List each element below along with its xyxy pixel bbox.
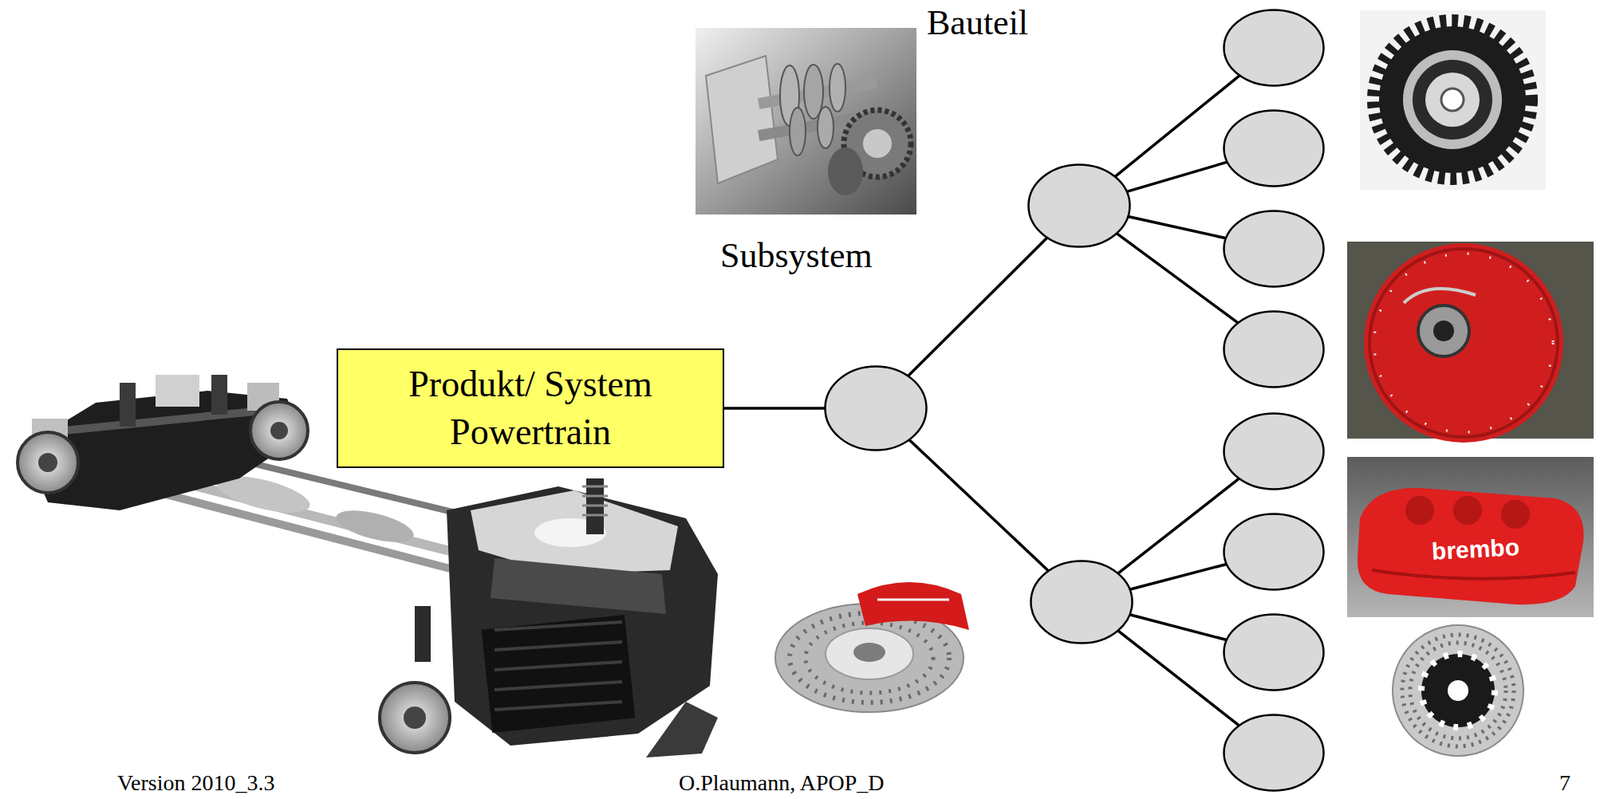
system-box: Produkt/ System Powertrain [336,348,725,469]
ellipse-shape [1224,614,1325,691]
ellipse-shape [1028,165,1131,248]
connector-line [1129,563,1226,590]
ellipse-shape [1224,514,1325,591]
tree-connector [1118,478,1240,574]
tree-connector [1118,630,1240,726]
connector-line [1129,614,1226,641]
level-label: Subsystem [720,236,873,277]
ellipse-outline [1027,163,1132,249]
tree-ellipse [1222,310,1325,389]
ellipse-outline [1222,310,1325,389]
tree-connector [1127,161,1228,192]
ellipse-shape [1224,110,1325,187]
ellipse-outline [823,365,928,452]
tree-ellipse [1222,713,1325,793]
tree-connector [1116,233,1238,324]
brake-rotor-photo [1375,622,1541,761]
brake-disc-photo [764,571,987,720]
ellipse-outline [1222,209,1325,288]
ellipse-shape [1224,211,1325,288]
ellipse-shape [1224,413,1325,490]
page-number: 7 [1559,770,1571,797]
connector-line [1118,478,1240,574]
connector-line [724,406,826,410]
tree-ellipse [1029,559,1134,645]
clutch-housing-photo [1347,241,1594,443]
tree-ellipse [823,365,928,452]
connector-line [908,237,1048,377]
tree-connector [908,237,1048,377]
label-anchor: O.Plaumann, APOP_D [678,770,884,797]
node-label: Produkt/ System Powertrain [354,360,707,457]
ellipse-outline [1222,412,1325,491]
connector-line [1118,630,1240,726]
gear-photo [1359,10,1546,190]
tree-ellipse [1222,209,1325,288]
tree-connector [1129,614,1226,641]
ellipse-shape [1224,311,1325,388]
tree-connector [724,408,826,410]
ellipse-outline [1222,512,1325,592]
connector-line [1127,216,1226,239]
ellipse-outline [1222,613,1325,692]
ellipse-shape [1224,10,1325,87]
tree-connector [909,439,1049,572]
ellipse-outline [1222,109,1325,188]
label-anchor: Subsystem [720,236,873,277]
connector-line [909,439,1049,572]
label-anchor: Bauteil [926,3,1029,44]
tree-ellipse [1222,8,1325,87]
ellipse-shape [825,366,927,451]
tree-ellipse [1222,613,1325,692]
ellipse-outline [1222,8,1325,87]
label-anchor: brembo [1431,535,1520,564]
connector-line [1127,161,1228,192]
ellipse-shape [1031,561,1133,644]
footer-author: O.Plaumann, APOP_D [678,770,884,797]
label-anchor: Version 2010_3.3 [117,770,276,797]
connector-line [1115,75,1240,178]
tree-connector [1127,216,1226,239]
ellipse-outline [1029,559,1134,645]
label-anchor: 7 [1559,770,1571,797]
level-label: Bauteil [926,3,1029,44]
brembo-caliper-photo [1347,457,1594,618]
connector-line [1116,233,1238,324]
tree-ellipse [1222,512,1325,592]
ellipse-shape [1224,715,1325,792]
footer-version: Version 2010_3.3 [117,770,276,797]
tree-connector [1115,75,1240,178]
tree-ellipse [1222,412,1325,491]
tree-ellipse [1027,163,1132,249]
tree-connector [1129,563,1226,590]
tree-ellipse [1222,109,1325,188]
brand-logo-text: brembo [1430,533,1521,566]
ellipse-outline [1222,713,1325,793]
gearbox-photo [695,27,917,215]
